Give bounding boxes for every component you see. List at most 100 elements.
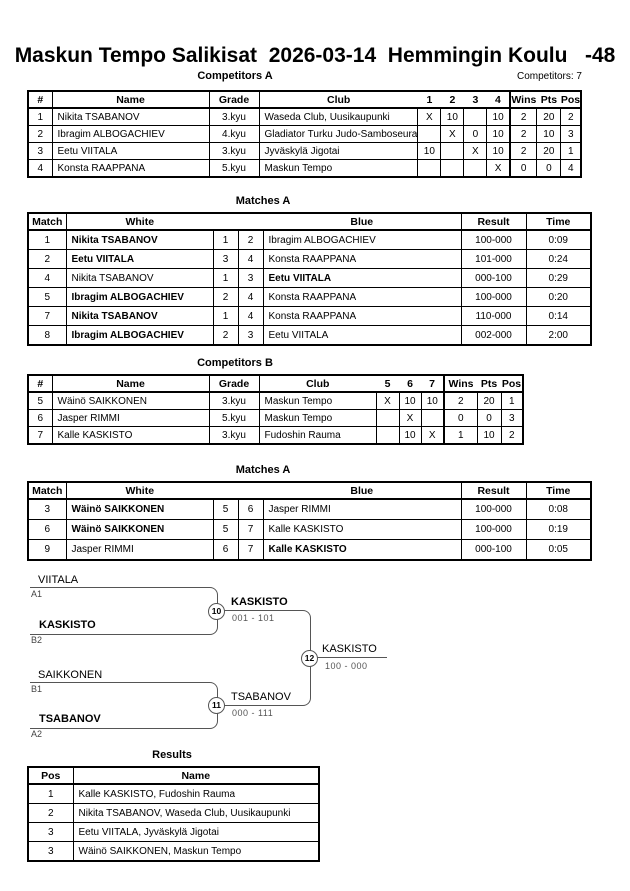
cell-wins: 2	[508, 107, 538, 126]
cell-result: 000-100	[460, 268, 527, 288]
cell-pts: 0	[476, 409, 502, 427]
column-header: White	[65, 481, 213, 500]
cell-grade: 3.kyu	[208, 391, 260, 410]
cell-pts: 20	[536, 142, 562, 160]
cell-pts: 20	[536, 107, 562, 126]
cell-name: Eetu VIITALA, Jyväskylä Jigotai	[72, 822, 320, 842]
column-header: 3	[463, 90, 487, 109]
cell-blue-name: Jasper RIMMI	[262, 498, 462, 520]
column-header: Result	[460, 212, 527, 231]
cell-time: 2:00	[525, 325, 592, 346]
cell-cross-result	[440, 159, 465, 178]
cell-club: Jyväskylä Jigotai	[258, 142, 419, 160]
cell-cross-result: 10	[420, 391, 445, 410]
bracket-sf1-bottom-name: KASKISTO	[39, 619, 96, 631]
cell-time: 0:20	[525, 287, 592, 307]
column-header: #	[27, 374, 53, 393]
column-header: 1	[417, 90, 441, 109]
cell-cross-result	[375, 409, 400, 427]
page-title: Maskun Tempo Salikisat 2026-03-14 Hemmin…	[14, 44, 616, 67]
cell-white-number: 2	[212, 325, 239, 346]
cell-white-name: Nikita TSABANOV	[65, 306, 214, 326]
cell-name: Kalle KASKISTO, Fudoshin Rauma	[72, 783, 320, 804]
column-header: Pos	[27, 766, 74, 785]
cell-cross-result: 10	[486, 107, 511, 126]
bracket-sf1-bottom-seed: B2	[31, 635, 43, 645]
cell-cross-result: X	[375, 391, 400, 410]
cell-white-name: Nikita TSABANOV	[65, 229, 214, 250]
cell-cross-result	[375, 426, 400, 445]
cell-pos: 1	[500, 391, 524, 410]
cell-blue-number: 7	[237, 519, 264, 540]
cell-name: Eetu VIITALA	[51, 142, 210, 160]
cell-pts: 20	[476, 391, 502, 410]
cell-pos: 3	[560, 125, 582, 143]
cell-pts: 0	[536, 159, 562, 178]
column-header: Club	[258, 90, 418, 109]
cell-match-number: 3	[27, 498, 67, 520]
cell-match-number: 1	[27, 229, 67, 250]
section-title-results: Results	[152, 749, 192, 761]
cell-result: 100-000	[460, 498, 527, 520]
cell-white-number: 1	[212, 306, 239, 326]
cell-result: 110-000	[460, 306, 527, 326]
column-header: 2	[440, 90, 464, 109]
cell-cross-result	[463, 159, 488, 178]
cell-white-name: Nikita TSABANOV	[65, 268, 214, 288]
cell-blue-name: Ibragim ALBOGACHIEV	[262, 229, 462, 250]
cell-blue-number: 2	[237, 229, 264, 250]
cell-grade: 3.kyu	[208, 107, 260, 126]
cell-match-number: 7	[27, 306, 67, 326]
cell-blue-name: Konsta RAAPPANA	[262, 249, 462, 269]
bracket-final-winner-name: KASKISTO	[322, 643, 377, 655]
section-title-matches-a: Matches A	[235, 195, 291, 207]
cell-result: 101-000	[460, 249, 527, 269]
cell-number: 1	[27, 107, 53, 126]
column-header: Time	[525, 212, 592, 231]
cell-wins: 0	[508, 159, 538, 178]
cell-white-number: 2	[212, 287, 239, 307]
column-header: Result	[460, 481, 527, 500]
cell-white-name: Eetu VIITALA	[65, 249, 214, 269]
cell-blue-number: 4	[237, 306, 264, 326]
column-header: Blue	[263, 212, 462, 231]
cell-white-number: 5	[212, 498, 239, 520]
cell-number: 5	[27, 391, 53, 410]
cell-cross-result	[417, 125, 442, 143]
cell-club: Gladiator Turku Judo-Samboseura	[258, 125, 419, 143]
column-header: Name	[51, 90, 210, 109]
section-title-matches-b: Matches A	[235, 464, 291, 476]
column-header: Match	[27, 481, 67, 500]
cell-white-name: Wäinö SAIKKONEN	[65, 498, 214, 520]
cell-match-number: 9	[27, 539, 67, 561]
cell-grade: 5.kyu	[208, 409, 260, 427]
column-header: 4	[486, 90, 511, 109]
cell-blue-name: Konsta RAAPPANA	[262, 287, 462, 307]
cell-number: 7	[27, 426, 53, 445]
cell-number: 3	[27, 142, 53, 160]
cell-result: 100-000	[460, 229, 527, 250]
cell-result: 000-100	[460, 539, 527, 561]
cell-cross-result: X	[398, 409, 422, 427]
column-header: Grade	[208, 90, 260, 109]
cell-match-number: 5	[27, 287, 67, 307]
cell-number: 2	[27, 125, 53, 143]
column-header: Time	[525, 481, 592, 500]
cell-cross-result: X	[417, 107, 442, 126]
cell-time: 0:08	[525, 498, 592, 520]
cell-time: 0:24	[525, 249, 592, 269]
cell-blue-number: 7	[237, 539, 264, 561]
